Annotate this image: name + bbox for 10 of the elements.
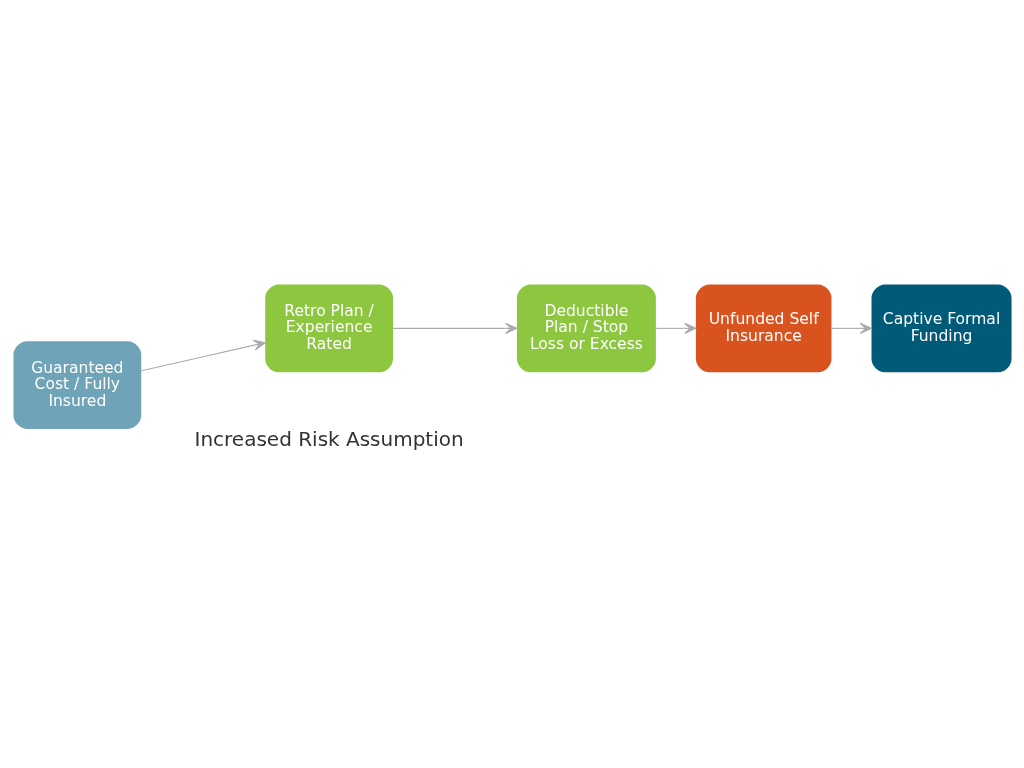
arrow bbox=[392, 322, 517, 334]
node-box: Deductible Plan / Stop Loss or Excess bbox=[516, 283, 656, 372]
node-box: Captive Formal Funding bbox=[871, 283, 1012, 372]
node-box: Unfunded Self Insurance bbox=[695, 283, 831, 372]
arrow bbox=[655, 322, 696, 334]
arrow bbox=[830, 322, 872, 334]
label: Increased Risk Assumption bbox=[194, 426, 464, 451]
arrow bbox=[140, 339, 266, 371]
node-box: Retro Plan / Experience Rated bbox=[264, 283, 393, 372]
node-box: Guaranteed Cost / Fully Insured bbox=[12, 340, 141, 429]
